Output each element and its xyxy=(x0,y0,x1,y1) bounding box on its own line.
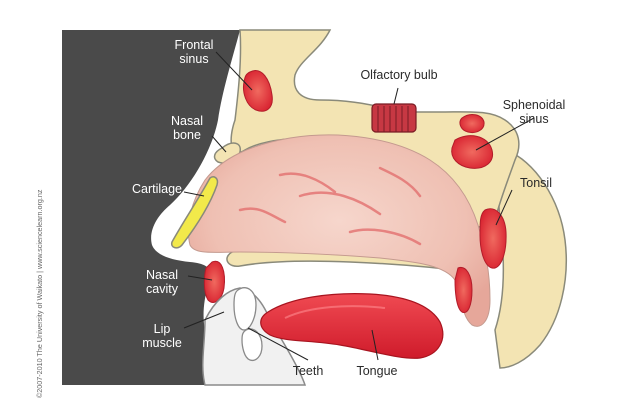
nasal-bone-label-line1: Nasal xyxy=(164,114,210,128)
tongue-label: Tongue xyxy=(350,364,404,378)
olfactory-bulb-label-text: Olfactory bulb xyxy=(354,68,444,82)
sphenoidal-sinus-upper xyxy=(460,115,484,133)
throat-tissue-shape xyxy=(455,267,472,312)
nasal-bone-label: Nasal bone xyxy=(164,114,210,142)
lip-muscle-label-line2: muscle xyxy=(138,336,186,350)
sphenoidal-sinus-label: Sphenoidal sinus xyxy=(500,98,568,126)
cartilage-label-text: Cartilage xyxy=(128,182,186,196)
copyright-notice: ©2007-2010 The University of Waikato | w… xyxy=(35,189,44,398)
nasal-bone-label-line2: bone xyxy=(164,128,210,142)
nasal-cavity-label-line2: cavity xyxy=(138,282,186,296)
sphenoidal-sinus-label-line1: Sphenoidal xyxy=(500,98,568,112)
olfactory-bulb-shape xyxy=(372,104,416,132)
nasal-cavity-label: Nasal cavity xyxy=(138,268,186,296)
sphenoidal-sinus-shape xyxy=(452,136,493,169)
tonsil-label-text: Tonsil xyxy=(512,176,560,190)
frontal-sinus-label-line2: sinus xyxy=(168,52,220,66)
teeth-label: Teeth xyxy=(288,364,328,378)
lip-muscle-label-line1: Lip xyxy=(138,322,186,336)
tongue-shape xyxy=(261,294,443,359)
cartilage-label: Cartilage xyxy=(128,182,186,196)
teeth-label-text: Teeth xyxy=(288,364,328,378)
frontal-sinus-label: Frontal sinus xyxy=(168,38,220,66)
sphenoidal-sinus-label-line2: sinus xyxy=(500,112,568,126)
olfactory-bulb-label: Olfactory bulb xyxy=(354,68,444,82)
tonsil-label: Tonsil xyxy=(512,176,560,190)
lip-muscle-label: Lip muscle xyxy=(138,322,186,350)
tongue-label-text: Tongue xyxy=(350,364,404,378)
frontal-sinus-label-line1: Frontal xyxy=(168,38,220,52)
nasal-cavity-label-line1: Nasal xyxy=(138,268,186,282)
tonsil-shape xyxy=(480,209,506,268)
